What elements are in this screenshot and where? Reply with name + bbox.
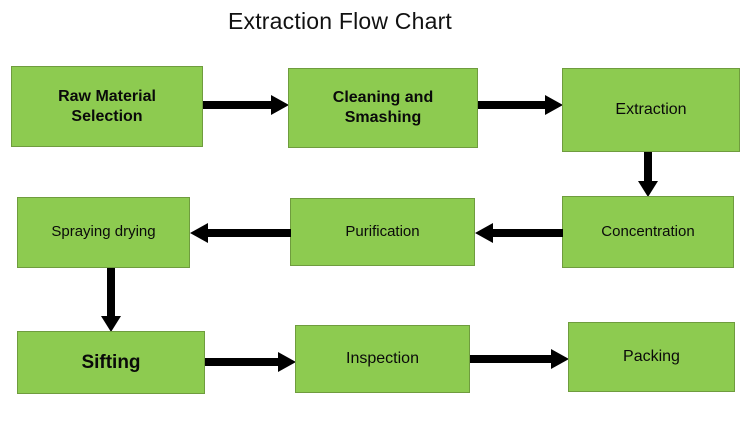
node-label: Spraying drying [51, 223, 156, 241]
arrow-extraction-to-concentration [636, 152, 660, 197]
arrow-spraying-drying-to-sifting [99, 268, 123, 332]
node-concentration[interactable]: Concentration [562, 196, 734, 268]
node-label-line2: Smashing [344, 109, 422, 126]
node-raw-material-selection[interactable]: Raw Material Selection [11, 66, 203, 147]
node-label-line1: Raw Material [58, 87, 156, 105]
node-packing[interactable]: Packing [568, 322, 735, 392]
node-purification[interactable]: Purification [290, 198, 475, 266]
arrow-inspection-to-packing [470, 347, 569, 371]
node-sifting[interactable]: Sifting [17, 331, 205, 394]
node-label: Concentration [601, 222, 695, 240]
node-label: Sifting [81, 351, 141, 373]
node-spraying-drying[interactable]: Spraying drying [17, 197, 190, 268]
node-label: Inspection [346, 350, 419, 367]
node-extraction[interactable]: Extraction [562, 68, 740, 152]
arrow-raw-material-to-cleaning [203, 93, 289, 117]
node-label: Extraction [615, 101, 687, 118]
arrow-sifting-to-inspection [205, 350, 296, 374]
node-label: Packing [623, 348, 680, 365]
arrow-purification-to-spraying-drying [190, 222, 291, 244]
node-inspection[interactable]: Inspection [295, 325, 470, 393]
node-label-line1: Cleaning and [332, 89, 434, 106]
arrow-concentration-to-purification [475, 222, 563, 244]
node-label-line2: Selection [71, 107, 143, 125]
node-cleaning-and-smashing[interactable]: Cleaning and Smashing [288, 68, 478, 148]
page-title: Extraction Flow Chart [227, 8, 453, 34]
arrow-cleaning-to-extraction [478, 93, 563, 117]
node-label: Purification [345, 222, 420, 240]
